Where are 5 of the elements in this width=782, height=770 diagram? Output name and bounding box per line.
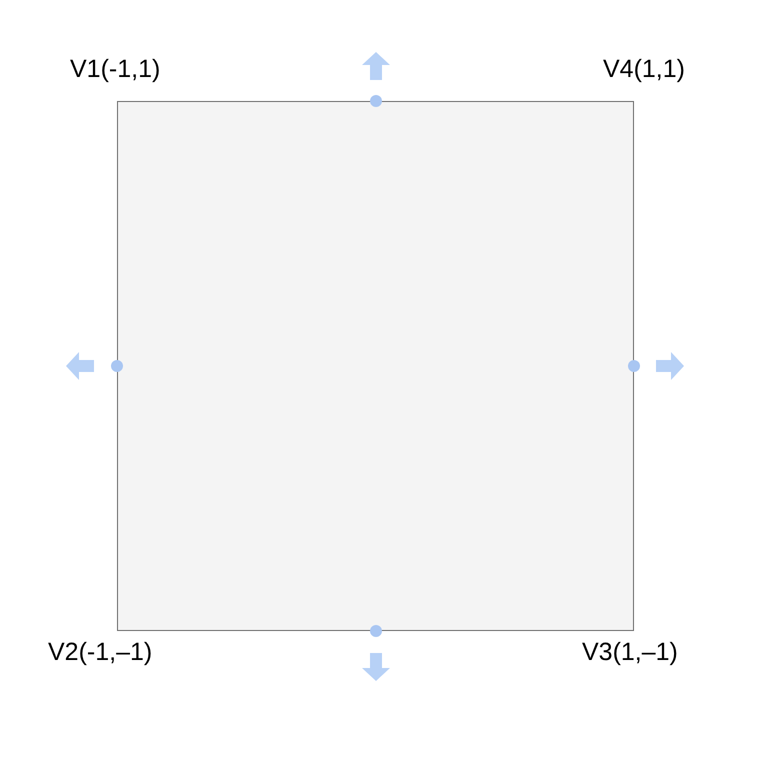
vertex-label: V1(-1,1) xyxy=(70,57,160,82)
vertex-label: V3(1,–1) xyxy=(582,640,678,665)
vertex-label: V2(-1,–1) xyxy=(48,640,152,665)
square xyxy=(117,101,634,631)
vertex-label: V4(1,1) xyxy=(603,57,685,82)
